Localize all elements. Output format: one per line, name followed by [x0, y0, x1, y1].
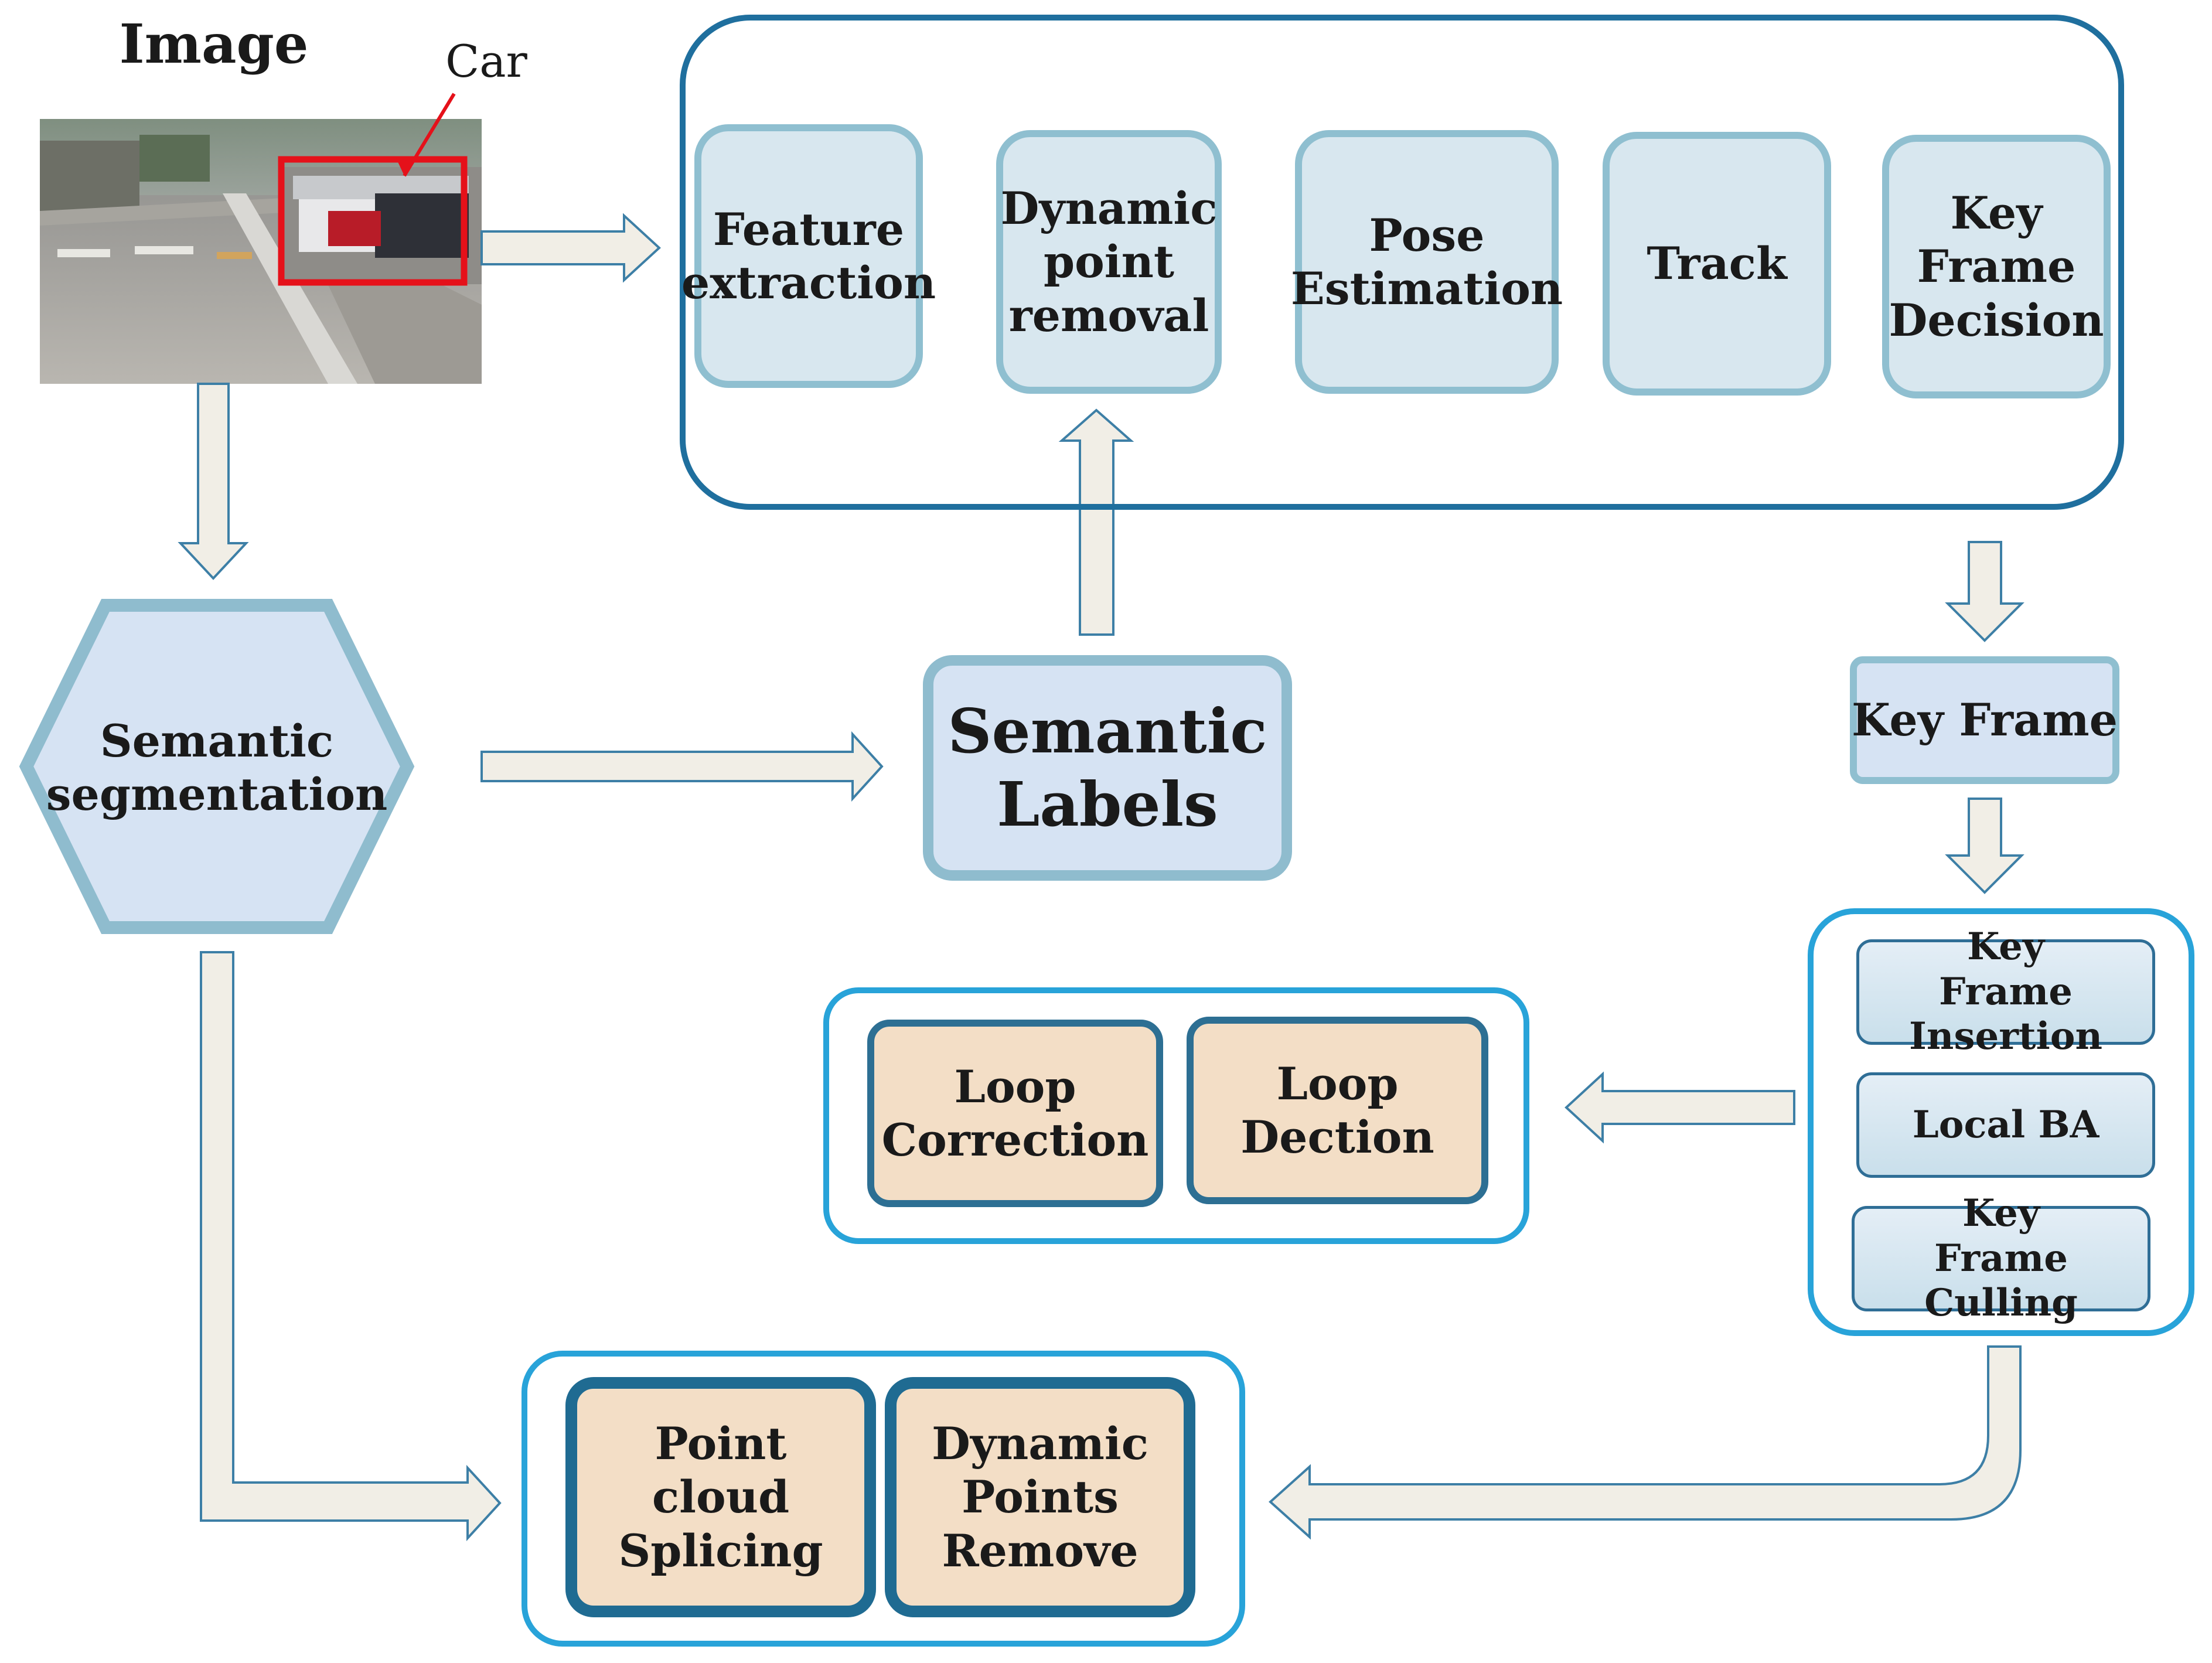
arrow-keyframe-to-localmapping	[1945, 798, 2024, 894]
semantic-segmentation-hexagon	[19, 599, 415, 934]
key-frame-insertion-box	[1856, 939, 2155, 1045]
pose-estimation-label: Pose Estimation	[1290, 209, 1563, 315]
key-frame-label: Key Frame	[1851, 694, 2118, 747]
local-mapping-frame	[1808, 908, 2194, 1336]
loop-dection-box	[1187, 1017, 1488, 1204]
dynamic-point-removal-label: Dynamic point removal	[1000, 182, 1218, 342]
key-frame-insertion-label: Key Frame Insertion	[1908, 924, 2103, 1059]
point-cloud-splicing-label: Point cloud Splicing	[618, 1417, 823, 1577]
feature-extraction-label: Feature extraction	[681, 203, 936, 309]
image-title: Image	[119, 12, 309, 76]
street-photo	[40, 93, 482, 384]
pose-estimation-box	[1295, 130, 1559, 394]
loop-correction-label: Loop Correction	[881, 1060, 1149, 1166]
arrow-labels-to-dynamic-removal	[1058, 408, 1134, 636]
arrow-tracking-to-keyframe	[1945, 541, 2024, 642]
key-frame-culling-label: Key Frame Culling	[1924, 1191, 2078, 1325]
local-ba-box	[1856, 1072, 2155, 1178]
point-cloud-frame	[522, 1351, 1245, 1647]
arrow-image-to-segmentation	[178, 383, 249, 580]
dynamic-point-removal-box	[996, 130, 1222, 394]
point-cloud-splicing-box	[565, 1377, 876, 1617]
local-ba-label: Local BA	[1912, 1102, 2099, 1147]
semantic-labels-box	[923, 655, 1292, 881]
arrow-image-to-tracking	[480, 213, 661, 283]
arrow-localmapping-to-pointcloud	[1269, 1345, 2022, 1540]
key-frame-decision-label: Key Frame Decision	[1889, 187, 2104, 346]
feature-extraction-box	[694, 124, 923, 388]
semantic-labels-label: Semantic Labels	[947, 694, 1267, 840]
key-frame-decision-box	[1882, 135, 2111, 398]
semantic-segmentation-label: Semantic segmentation	[46, 714, 388, 820]
arrow-segmentation-to-pointcloud	[200, 951, 502, 1542]
car-label: Car	[445, 35, 527, 88]
key-frame-box	[1850, 656, 2119, 784]
arrow-segmentation-to-labels	[480, 731, 884, 802]
dynamic-points-remove-label: Dynamic Points Remove	[931, 1417, 1149, 1577]
tracking-frame	[680, 15, 2124, 510]
loop-closing-frame	[823, 987, 1529, 1244]
arrow-localmapping-to-loop	[1565, 1071, 1795, 1144]
track-label: Track	[1647, 237, 1787, 290]
track-box	[1603, 132, 1831, 396]
key-frame-culling-box	[1852, 1206, 2150, 1311]
loop-correction-box	[867, 1020, 1163, 1207]
dynamic-points-remove-box	[885, 1377, 1195, 1617]
loop-dection-label: Loop Dection	[1240, 1057, 1434, 1163]
